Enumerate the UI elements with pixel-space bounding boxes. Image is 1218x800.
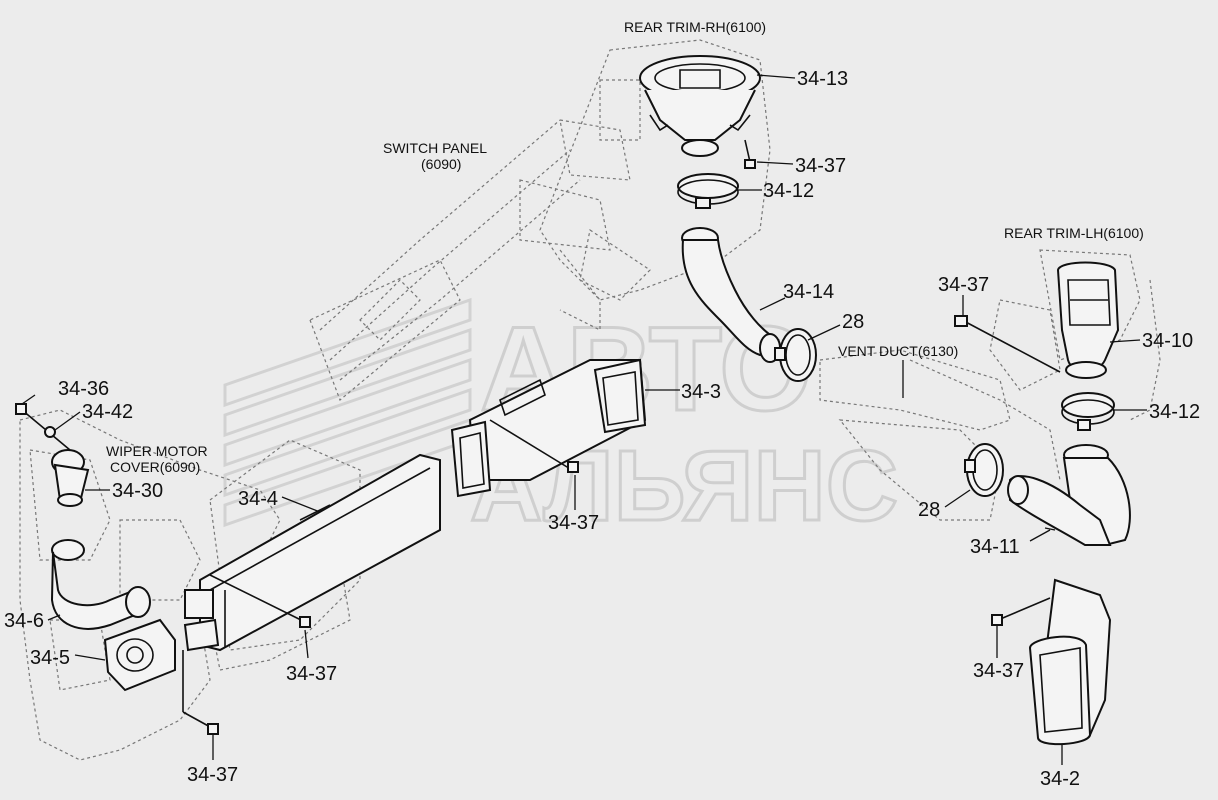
ghost-body-structure bbox=[19, 39, 1161, 761]
label-34-30: 34-30 bbox=[112, 480, 163, 502]
part-28-clamp-lower bbox=[964, 443, 1004, 497]
label-28-upper: 28 bbox=[842, 311, 864, 333]
part-34-6-hose bbox=[50, 539, 151, 630]
label-34-37-bottom-left: 34-37 bbox=[187, 764, 238, 786]
part-34-13-outlet-rh bbox=[639, 55, 761, 157]
part-34-2-outlet bbox=[1028, 578, 1112, 746]
part-34-11-hose bbox=[1007, 444, 1131, 547]
label-34-12-upper: 34-12 bbox=[763, 180, 814, 202]
part-34-12-clamp-upper bbox=[677, 173, 739, 209]
part-34-4-long-duct bbox=[183, 453, 441, 652]
label-vent-duct: VENT DUCT(6130) bbox=[838, 343, 958, 359]
label-34-6: 34-6 bbox=[4, 610, 44, 632]
label-34-12-lower: 34-12 bbox=[1149, 401, 1200, 423]
label-34-42: 34-42 bbox=[82, 401, 133, 423]
part-34-37-screw-bottom-left bbox=[182, 650, 219, 735]
label-34-11: 34-11 bbox=[970, 536, 1020, 558]
label-34-37-top: 34-37 bbox=[795, 155, 846, 177]
part-34-3-duct-connector bbox=[450, 358, 647, 498]
part-34-5-outlet bbox=[103, 618, 176, 692]
label-34-37-bottom-right: 34-37 bbox=[973, 660, 1024, 682]
part-34-37-screw-lower-middle bbox=[209, 574, 311, 628]
part-34-30-elbow bbox=[51, 449, 90, 507]
label-34-2: 34-2 bbox=[1040, 768, 1080, 790]
part-34-10-outlet-lh bbox=[1056, 261, 1120, 379]
label-34-37-lower-middle: 34-37 bbox=[286, 663, 337, 685]
label-rear-trim-rh: REAR TRIM-RH(6100) bbox=[624, 19, 766, 35]
reference-labels: REAR TRIM-RH(6100) REAR TRIM-LH(6100) SW… bbox=[106, 19, 1144, 475]
label-wiper-cover-line2: COVER(6090) bbox=[110, 459, 200, 475]
label-34-3: 34-3 bbox=[681, 381, 721, 403]
label-switch-panel-line2: (6090) bbox=[421, 156, 461, 172]
label-34-10: 34-10 bbox=[1142, 330, 1193, 352]
label-34-36: 34-36 bbox=[58, 378, 109, 400]
label-wiper-cover-line1: WIPER MOTOR bbox=[106, 443, 208, 459]
part-34-37-screw-right bbox=[954, 315, 1061, 373]
label-34-37-middle: 34-37 bbox=[548, 512, 599, 534]
label-34-37-right: 34-37 bbox=[938, 274, 989, 296]
part-34-37-screw-top bbox=[744, 139, 756, 169]
label-28-lower: 28 bbox=[918, 499, 940, 521]
part-number-labels: 34-13 34-37 34-12 34-14 28 34-37 34-10 3… bbox=[4, 68, 1200, 790]
part-34-14-hose bbox=[681, 227, 781, 363]
leader-lines bbox=[21, 74, 1147, 765]
part-34-42-nut bbox=[44, 426, 56, 438]
label-34-14: 34-14 bbox=[783, 281, 834, 303]
label-34-5: 34-5 bbox=[30, 647, 70, 669]
part-34-37-screw-middle bbox=[489, 419, 579, 473]
label-rear-trim-lh: REAR TRIM-LH(6100) bbox=[1004, 225, 1144, 241]
part-28-clamp-upper bbox=[774, 328, 817, 382]
part-34-37-screw-bottom-right bbox=[991, 597, 1051, 626]
label-34-13: 34-13 bbox=[797, 68, 848, 90]
watermark: АВТО АЛЬЯНС bbox=[223, 297, 899, 544]
label-34-4: 34-4 bbox=[238, 488, 278, 510]
label-switch-panel-line1: SWITCH PANEL bbox=[383, 140, 487, 156]
part-34-12-clamp-lower bbox=[1061, 392, 1115, 431]
